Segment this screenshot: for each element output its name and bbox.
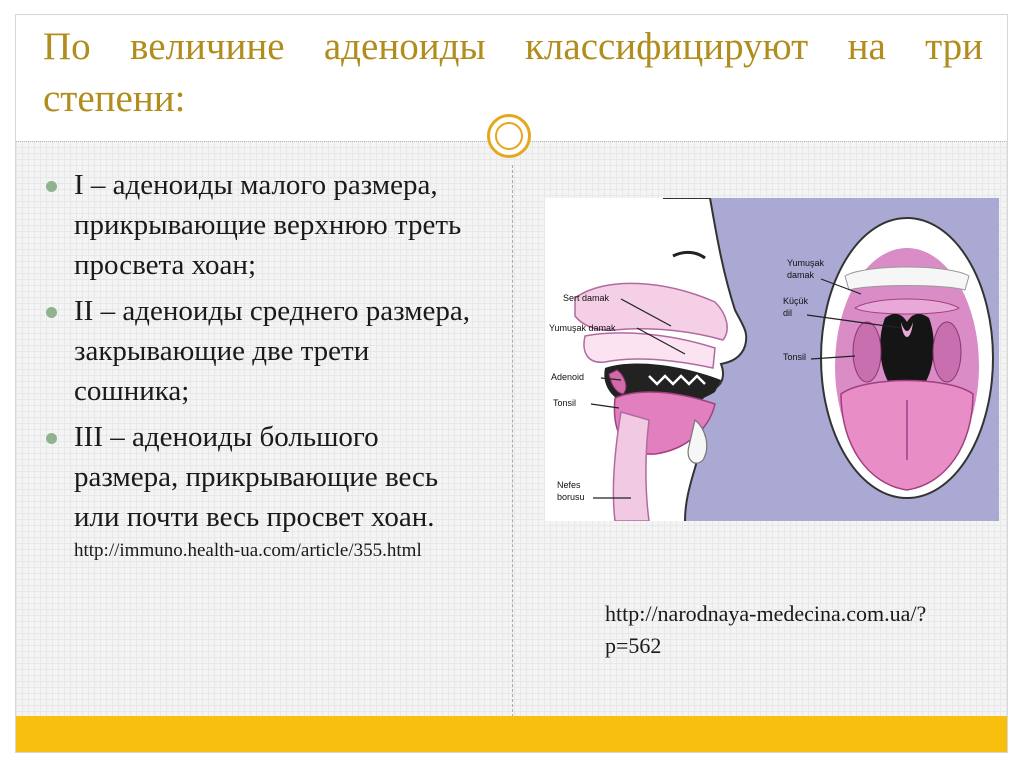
column-separator [512, 165, 513, 717]
eye [672, 250, 706, 260]
right-tonsil-shape [932, 321, 962, 383]
bullet-icon [46, 433, 57, 444]
label-sert-damak: Sert damak [563, 293, 610, 303]
label-nefes: Nefes [557, 480, 581, 490]
label-yumusak: Yumuşak [787, 258, 825, 268]
image-source-link[interactable]: http://narodnaya-medecina.com.ua/?p=562 [605, 601, 927, 658]
slide-title: По величине аденоиды классифицируют на т… [43, 25, 983, 120]
label-adenoid: Adenoid [551, 372, 584, 382]
pointer-line [620, 298, 672, 327]
list-item-text: III – аденоиды большого размера, прикрыв… [74, 421, 439, 533]
upper-teeth [844, 266, 970, 291]
label-tonsil: Tonsil [553, 398, 576, 408]
drop [687, 418, 708, 464]
list-item: I – аденоиды малого размера, прикрывающи… [46, 165, 476, 285]
pointer-line [636, 327, 686, 355]
source-link[interactable]: http://immuno.health-ua.com/article/355.… [74, 540, 422, 561]
list-item: II – аденоиды среднего размера, закрываю… [46, 291, 476, 411]
slide: По величине аденоиды классифицируют на т… [15, 14, 1008, 753]
nasal-cavity [574, 282, 728, 341]
label-borusu: borusu [557, 492, 585, 502]
label-damak: damak [787, 270, 815, 280]
pointer-line [810, 355, 856, 360]
pointer-line [806, 314, 902, 329]
circle-ornament-icon [487, 114, 531, 158]
soft-palate [854, 298, 960, 315]
label-tonsil-right: Tonsil [783, 352, 806, 362]
teeth [648, 374, 706, 386]
label-dil: dil [783, 308, 792, 318]
list-item-text: II – аденоиды среднего размера, закрываю… [74, 295, 471, 407]
pointer-line [600, 377, 622, 381]
hard-palate [583, 332, 716, 369]
throat-opening [880, 313, 934, 392]
bullet-list: I – аденоиды малого размера, прикрывающи… [46, 165, 476, 570]
pharynx [612, 411, 650, 521]
label-yumusak-damak: Yumuşak damak [549, 323, 616, 333]
bullet-icon [46, 181, 57, 192]
left-tonsil-shape [852, 321, 882, 383]
adenoid-shape [608, 369, 627, 395]
pointer-line [590, 403, 620, 409]
label-kucuk: Küçük [783, 296, 809, 306]
pointer-line [820, 278, 862, 295]
bullet-icon [46, 307, 57, 318]
list-item: III – аденоиды большого размера, прикрыв… [46, 417, 476, 564]
list-item-text: I – аденоиды малого размера, прикрывающи… [74, 169, 462, 281]
anatomy-illustration: Sert damak Yumuşak damak Adenoid Tonsil … [545, 198, 999, 521]
footer-bar [16, 716, 1007, 752]
uvula [901, 322, 913, 337]
